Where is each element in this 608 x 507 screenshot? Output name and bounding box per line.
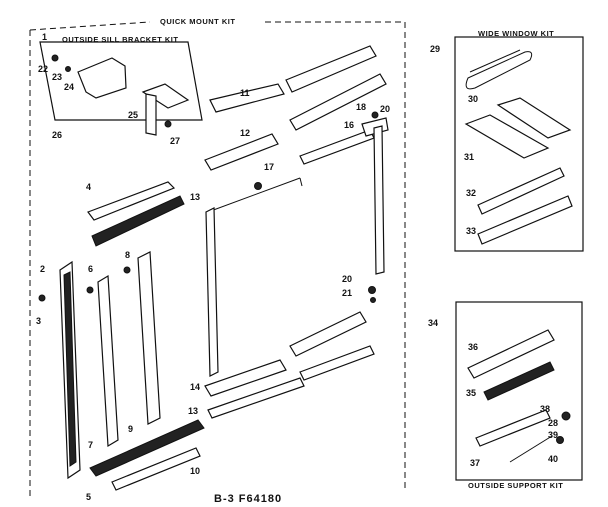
label-10: 10 [190,466,200,476]
nut-40 [556,436,564,444]
label-40: 40 [548,454,558,464]
bar-11 [209,83,285,113]
bar-35 [467,329,555,379]
u-bracket-inner [469,49,521,73]
screw [38,294,46,302]
frame-left-leg [205,207,219,377]
strip-13 [207,377,305,419]
strip-33 [477,195,573,245]
label-25: 25 [128,110,138,120]
label-12: 12 [240,128,250,138]
panel-30 [496,97,572,139]
bar-18 [289,73,387,131]
foam-strip-5 [89,419,205,477]
label-37: 37 [470,458,480,468]
label-21: 21 [342,288,352,298]
strip-4 [87,181,176,221]
bottom-bar-right [289,311,367,357]
washer-21 [370,297,376,303]
label-36: 36 [468,342,478,352]
side-channel-right [137,251,161,425]
wide-window-kit-title: WIDE WINDOW KIT [478,29,554,38]
side-channel [97,274,119,448]
label-31: 31 [464,152,474,162]
label-35: 35 [466,388,476,398]
screw [51,54,59,62]
label-17: 17 [264,162,274,172]
sill-bracket-top [141,83,190,109]
label-14: 14 [190,382,200,392]
bar-37 [475,409,551,447]
label-28: 28 [548,418,558,428]
bar-middle [299,129,375,165]
wide-window-kit-box [454,36,584,252]
bar-14 [204,359,287,397]
label-7: 7 [88,440,93,450]
screw [123,266,131,274]
outside-sill-bracket-kit-box [39,41,203,121]
sill-bracket-plate [77,57,127,99]
label-11: 11 [240,88,250,98]
label-26: 26 [52,130,62,140]
screw-20-top [371,111,379,119]
label-27: 27 [170,136,180,146]
nut [65,66,71,72]
label-33: 33 [466,226,476,236]
label-39: 39 [548,430,558,440]
label-8: 8 [125,250,130,260]
label-2: 2 [40,264,45,274]
label-29: 29 [430,44,440,54]
quick-mount-kit-title: QUICK MOUNT KIT [160,17,235,26]
quick-mount-kit-outline [29,21,406,500]
label-23: 23 [52,72,62,82]
label-6: 6 [88,264,93,274]
bottom-strip-right [299,345,375,381]
side-panel-foam [63,271,77,467]
label-5: 5 [86,492,91,502]
label-30: 30 [468,94,478,104]
bar-top [285,45,377,93]
sill-bracket-leg [145,93,157,136]
foam-strip-6 [91,195,185,247]
bar-36 [483,361,555,401]
label-18: 18 [356,102,366,112]
label-32: 32 [466,188,476,198]
frame-right-leg [373,125,385,275]
label-22: 22 [38,64,48,74]
label-24: 24 [64,82,74,92]
outside-support-kit-title: OUTSIDE SUPPORT KIT [468,481,563,490]
label-4: 4 [86,182,91,192]
label-13: 13 [190,192,200,202]
screw [86,286,94,294]
label-38: 38 [540,404,550,414]
outside-sill-bracket-kit-title: OUTSIDE SILL BRACKET KIT [62,35,178,44]
label-9: 9 [128,424,133,434]
label-20b: 20 [342,274,352,284]
screw-17 [254,182,262,190]
outside-support-kit-box [455,301,583,481]
u-bracket-29 [465,51,533,90]
label-20: 20 [380,104,390,114]
screw [164,120,172,128]
knob-39 [561,411,571,421]
label-1: 1 [42,32,47,42]
label-34: 34 [428,318,438,328]
label-13b: 13 [188,406,198,416]
label-3: 3 [36,316,41,326]
strip-10 [111,447,201,491]
drawing-code: B-3 F64180 [214,493,282,505]
bracket-12 [204,133,279,171]
screw-20 [368,286,376,294]
strip-32 [477,167,565,215]
panel-31 [464,114,550,159]
rod-38 [509,435,553,463]
label-16: 16 [344,120,354,130]
